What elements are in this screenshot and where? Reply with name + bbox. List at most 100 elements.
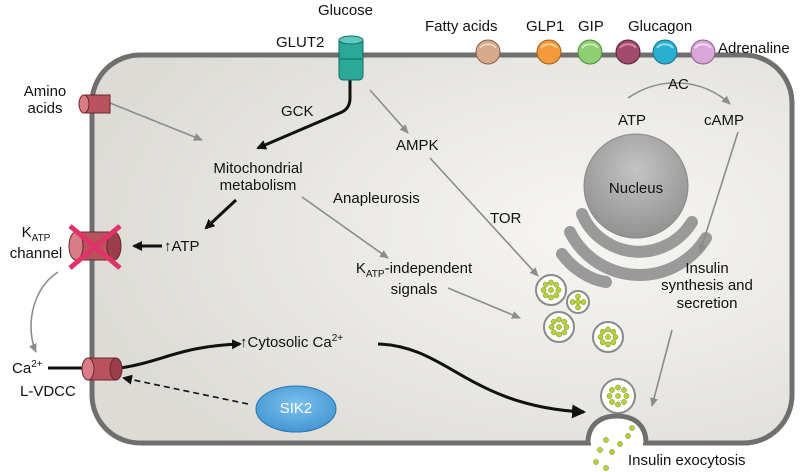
- released-insulin-dot: [593, 459, 599, 465]
- insulin-dot: [605, 341, 611, 348]
- insulin-dot: [609, 387, 615, 393]
- insulin-dot: [561, 329, 568, 336]
- arrow-glucose-to-ampk: [369, 89, 409, 134]
- up-arrow-icon-2: ↑: [240, 334, 248, 351]
- arrow-secretion-to-exocytosis: [650, 329, 673, 407]
- label-mitochondrial-metabolism: Mitochondrial metabolism: [198, 160, 318, 195]
- sik2-protein: [255, 385, 337, 433]
- label-katp-channel-word: channel: [9, 244, 63, 262]
- label-cytosolic-sup: 2+: [331, 333, 344, 344]
- label-insulin-synthesis: Insulin synthesis and secretion: [642, 260, 772, 312]
- insulin-dot: [605, 326, 611, 333]
- released-insulin-dot: [617, 441, 623, 447]
- insulin-dot: [569, 299, 576, 305]
- insulin-granules: [535, 274, 636, 471]
- label-signals: signals: [390, 280, 438, 298]
- arrow-ac-curve: [627, 82, 731, 105]
- label-katp-k: K: [21, 224, 32, 241]
- insulin-dot: [555, 287, 562, 293]
- label-glp1: GLP1: [526, 18, 565, 35]
- released-insulin-dot: [629, 425, 635, 431]
- insulin-dot: [575, 299, 581, 305]
- label-atp-word: ATP: [171, 238, 200, 255]
- receptor-fatty-acids: [475, 39, 501, 65]
- arrow-camp-to-insulin: [698, 131, 739, 253]
- receptor-gip: [577, 39, 603, 65]
- released-insulin-dot: [603, 465, 609, 471]
- arrow-sik2-inhibition: [122, 374, 249, 405]
- golgi: [556, 248, 612, 288]
- label-nucleus: Nucleus: [608, 180, 664, 197]
- insulin-dot: [542, 292, 549, 299]
- insulin-dot: [612, 334, 619, 340]
- arrow-mito-to-signals: [301, 196, 389, 259]
- arrow-lvdcc-to-cytosolic: [119, 339, 242, 370]
- label-glucose: Glucose: [318, 2, 374, 19]
- insulin-dot: [599, 339, 606, 346]
- receptor-adrenaline: [690, 39, 716, 65]
- insulin-dot: [575, 304, 581, 311]
- label-glut2: GLUT2: [276, 34, 325, 51]
- label-katp-channel: KATP channel: [4, 224, 68, 262]
- label-ca: Ca2+: [12, 359, 43, 377]
- insulin-dot: [548, 324, 555, 330]
- insulin-dot: [606, 393, 613, 399]
- insulin-dot: [599, 328, 606, 335]
- label-insulin-line2: synthesis and: [661, 277, 753, 295]
- nucleus: [583, 133, 689, 239]
- label-insulin-line1: Insulin: [685, 260, 729, 277]
- label-katp-indep-rest: -independent: [384, 260, 473, 277]
- insulin-dot: [615, 401, 621, 408]
- insulin-dot: [605, 334, 611, 340]
- insulin-dot: [548, 294, 554, 301]
- label-glucagon: Glucagon: [628, 18, 693, 35]
- label-amino-acids: Amino acids: [20, 83, 70, 118]
- insulin-dot: [548, 287, 554, 293]
- released-insulin-dot: [597, 447, 603, 453]
- label-atp-increase: ↑ATP: [164, 238, 200, 255]
- label-katp-sub: ATP: [31, 233, 51, 244]
- insulin-dot: [610, 339, 617, 346]
- label-amino-line2: acids: [27, 100, 63, 118]
- insulin-dot: [621, 399, 627, 405]
- label-gip: GIP: [578, 18, 604, 35]
- arrow-signals-to-granules: [447, 287, 521, 319]
- label-tor: TOR: [490, 210, 522, 227]
- amino-acid-channel: [78, 94, 111, 114]
- label-l-vdcc: L-VDCC: [20, 383, 76, 400]
- insulin-dot: [615, 384, 621, 391]
- arrow-amino-to-mito: [109, 102, 203, 141]
- insulin-dot: [548, 279, 554, 286]
- label-ampk: AMPK: [396, 137, 439, 154]
- up-arrow-icon: ↑: [164, 238, 172, 255]
- label-mito-line1: Mitochondrial: [213, 160, 303, 177]
- insulin-dot: [553, 281, 560, 288]
- exocytosis-pocket: [585, 413, 649, 444]
- label-ac: AC: [668, 76, 689, 93]
- label-cytosolic-word: Cytosolic Ca: [247, 334, 332, 351]
- arrow-katp-to-ca: [29, 271, 59, 353]
- label-sik2: SIK2: [279, 400, 313, 417]
- insulin-dot: [623, 393, 630, 399]
- insulin-dot: [540, 287, 547, 293]
- insulin-dot: [563, 324, 570, 330]
- label-anapleurosis: Anapleurosis: [333, 190, 420, 207]
- insulin-dot: [615, 393, 621, 399]
- released-insulin-dot: [603, 437, 609, 443]
- label-katp-indep-k: K: [355, 260, 366, 277]
- receptor-glucagon: [615, 39, 641, 65]
- released-insulin-dot: [625, 433, 631, 439]
- label-ca-sup: 2+: [31, 359, 43, 370]
- insulin-dot: [556, 324, 562, 330]
- insulin-dot: [550, 318, 557, 325]
- receptor-glucagon-2: [652, 39, 678, 65]
- released-insulin-dot: [609, 449, 615, 455]
- label-katp-independent-signals: KATP-independent signals: [334, 260, 494, 298]
- insulin-dot: [575, 293, 581, 300]
- insulin-dot: [553, 292, 560, 299]
- l-vdcc-channel: [81, 357, 123, 381]
- label-adrenaline: Adrenaline: [718, 40, 790, 57]
- arrow-ampk-to-granules: [429, 157, 539, 277]
